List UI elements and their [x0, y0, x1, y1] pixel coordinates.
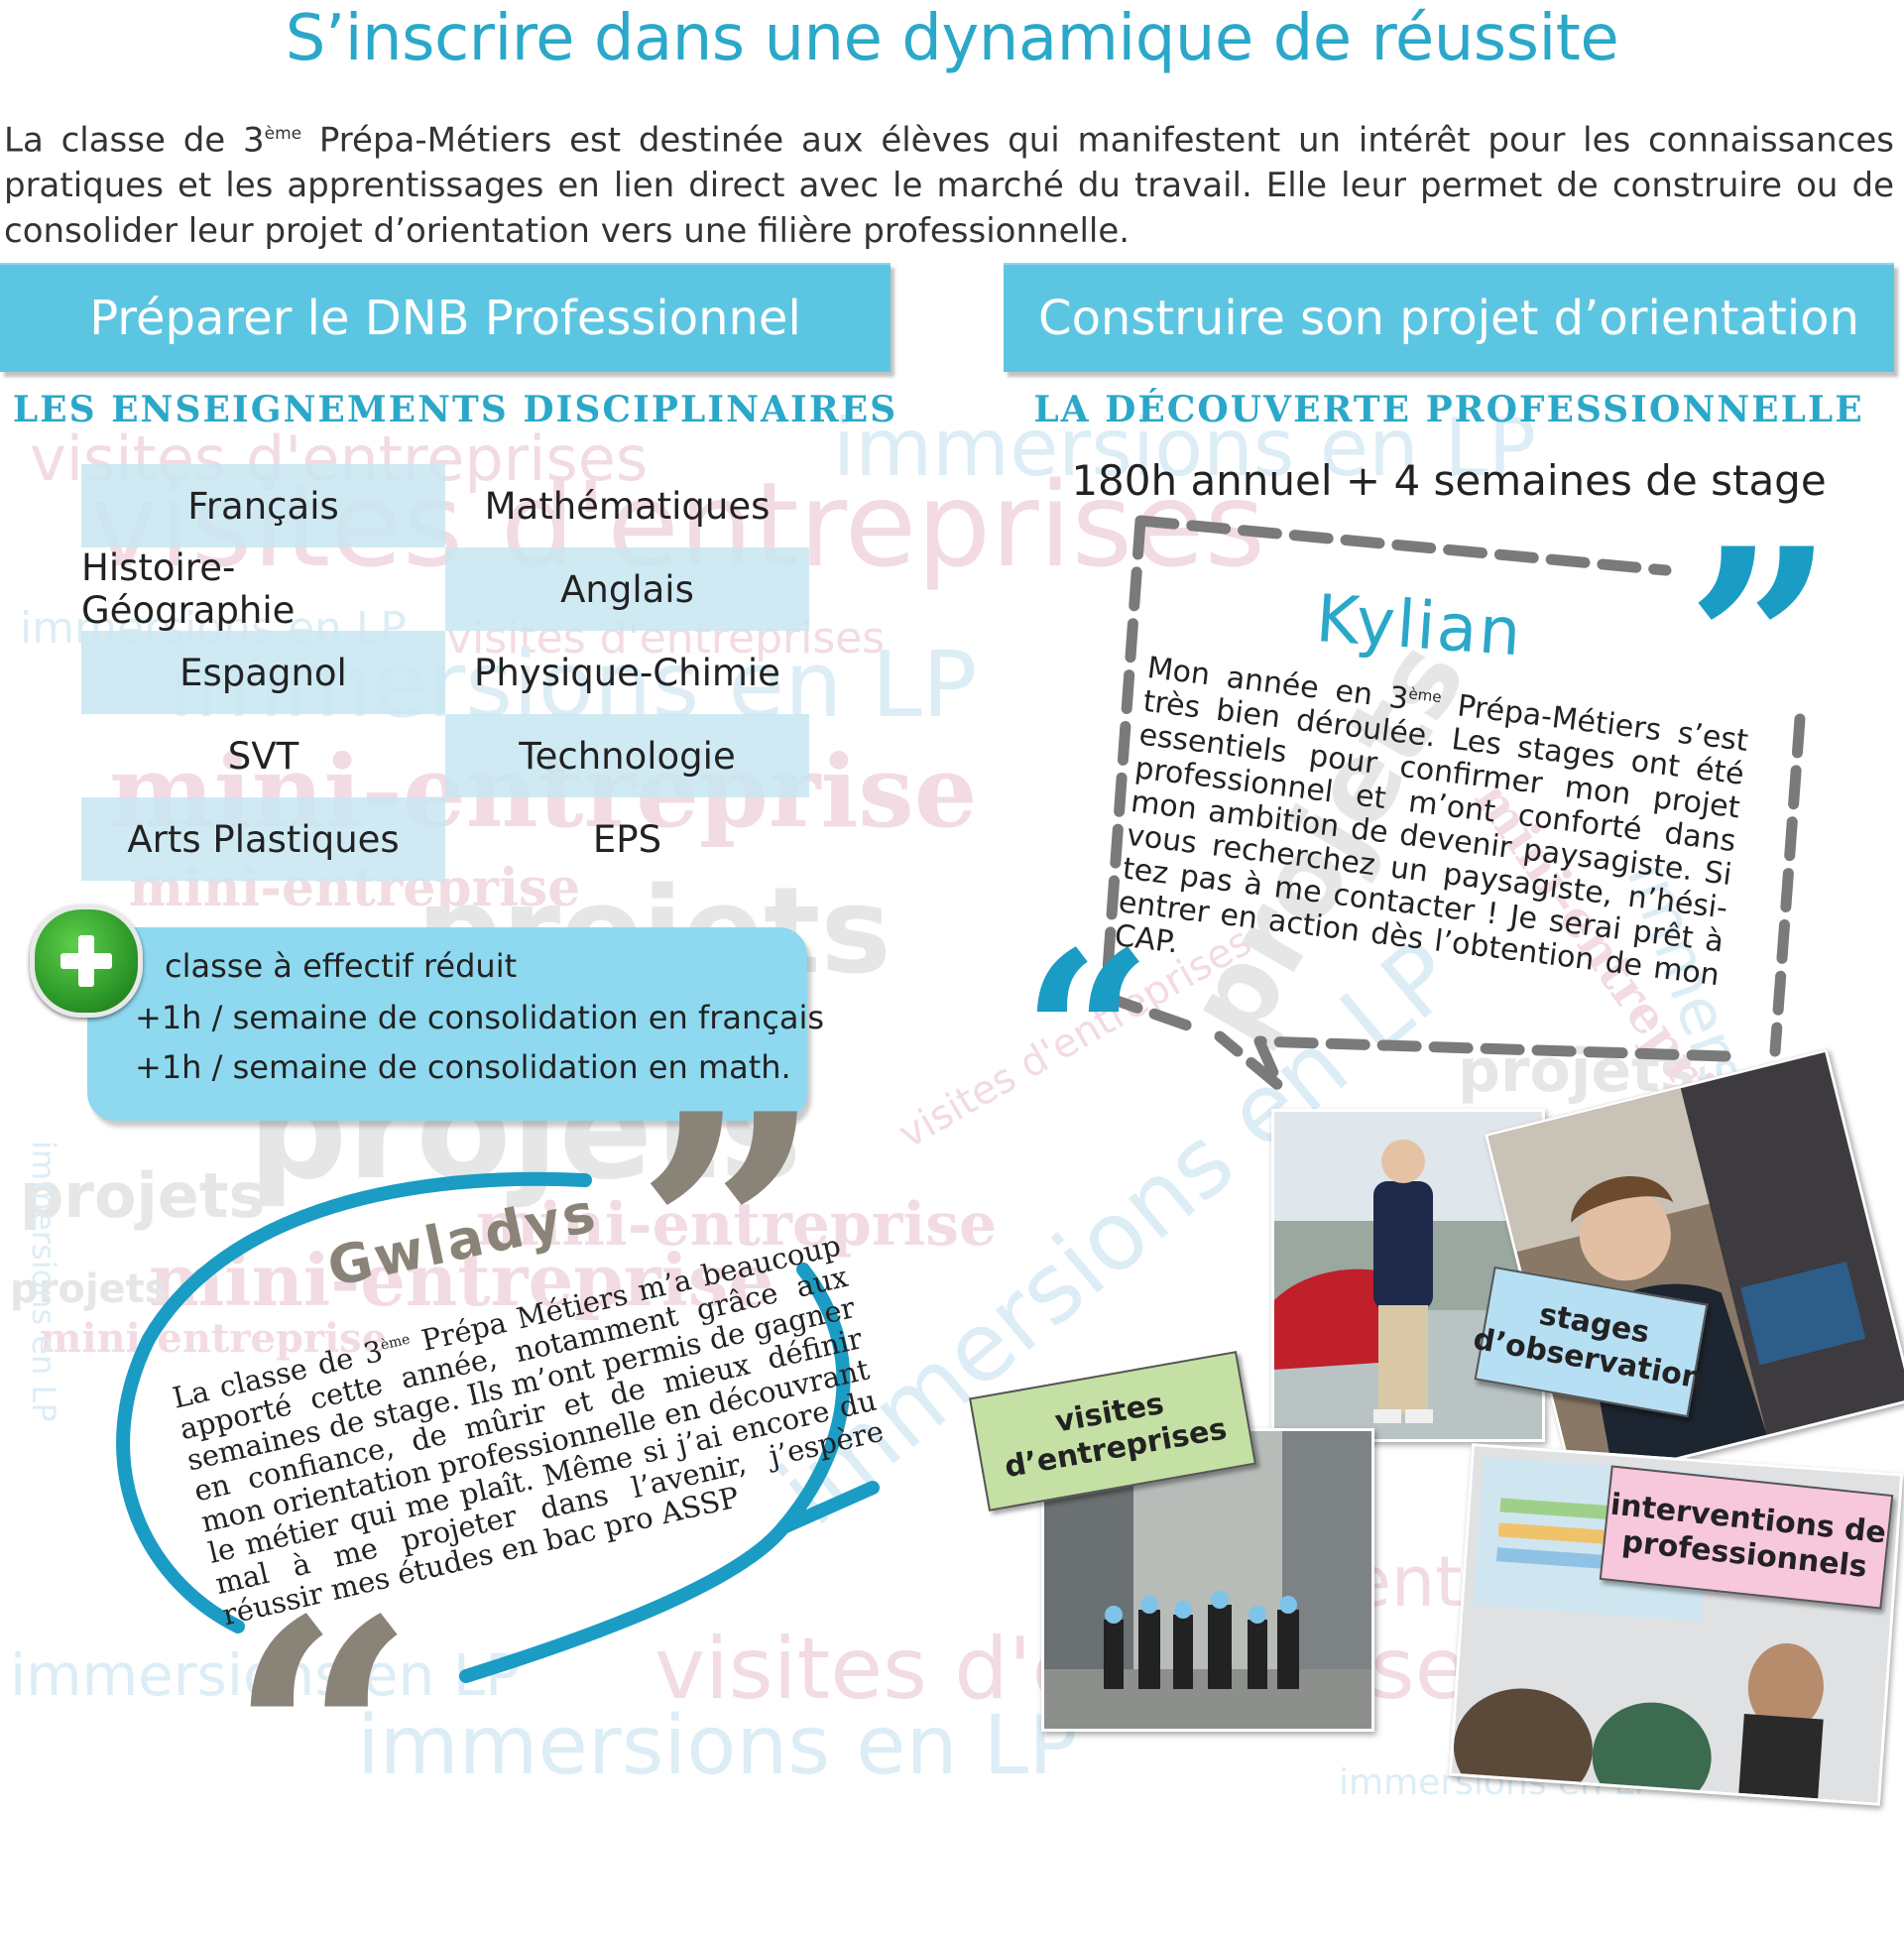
bg-word: projets [20, 1159, 266, 1232]
photo-warehouse-image [1044, 1431, 1371, 1729]
subject-cell: EPS [592, 817, 662, 861]
plus-icon [30, 905, 143, 1018]
subjects-row: Espagnol Physique-Chimie [81, 631, 810, 714]
bg-word: mini-entreprise [476, 1190, 998, 1260]
bg-word: immersions en LP [357, 1699, 1078, 1793]
bg-word: immersions en LP [833, 402, 1537, 494]
extra-line-1: classe à effectif réduit [165, 947, 518, 985]
kylian-name: Kylian [1313, 580, 1525, 671]
banner-orientation: Construire son projet d’orientation [1004, 263, 1894, 372]
open-quote-icon: “ [1021, 903, 1153, 1170]
intro-paragraph: La classe de 3ème Prépa-Métiers est dest… [4, 111, 1894, 254]
section-title-decouverte: LA DÉCOUVERTE PROFESSIONNELLE [1033, 389, 1864, 430]
intro-text-b: Prépa-Métiers est destinée aux élèves qu… [4, 120, 1895, 252]
extra-line-3: +1h / semaine de consolidation en math. [135, 1048, 791, 1086]
close-quote-icon: ” [1686, 493, 1835, 795]
gwladys-sup: ème [379, 1331, 412, 1354]
bg-word: projets [10, 1267, 169, 1312]
subjects-row: Arts Plastiques EPS [81, 797, 810, 881]
subjects-grid: Français Mathématiques Histoire-Géograph… [81, 464, 810, 881]
subject-cell: Mathématiques [484, 484, 771, 528]
open-quote-icon: “ [228, 1548, 416, 1933]
bg-word: mini-entreprise [149, 1238, 774, 1322]
section-title-enseignements: LES ENSEIGNEMENTS DISCIPLINAIRES [12, 389, 898, 430]
subject-cell: Anglais [445, 547, 809, 631]
hours-info: 180h annuel + 4 semaines de stage [1071, 456, 1827, 505]
banner-dnb: Préparer le DNB Professionnel [0, 263, 891, 372]
subject-cell: Arts Plastiques [81, 797, 445, 881]
photo-student-car-image [1274, 1112, 1542, 1439]
gwladys-speech-bubble [116, 1171, 880, 1683]
subjects-row: Histoire-Géographie Anglais [81, 546, 810, 632]
kylian-text-b: Prépa-Métiers s’est très bien déroulée. … [1112, 683, 1750, 994]
subject-cell: Histoire-Géographie [81, 546, 296, 632]
bg-word: immersions en LP [10, 1641, 521, 1709]
intro-text-a: La classe de 3 [4, 120, 265, 161]
extras-box: classe à effectif réduit +1h / semaine d… [87, 927, 824, 1121]
subject-cell: Espagnol [81, 631, 445, 714]
subject-cell: SVT [227, 734, 299, 778]
subject-cell: Français [81, 464, 445, 547]
close-quote-icon: ” [635, 1042, 823, 1427]
kylian-speech-frame [1100, 515, 1806, 1091]
subject-cell: Technologie [445, 714, 809, 797]
bg-word: immersions en LP [25, 1141, 62, 1422]
kylian-sup: ème [1407, 684, 1443, 707]
subject-cell: Physique-Chimie [474, 651, 780, 694]
photo-warehouse [1041, 1428, 1374, 1732]
plus-icon-glyph [60, 935, 112, 987]
extra-line-2: +1h / semaine de consolidation en frança… [135, 999, 825, 1036]
intro-sup: ème [264, 124, 302, 144]
subjects-row: Français Mathématiques [81, 464, 810, 547]
page-title: S’inscrire dans une dynamique de réussit… [285, 2, 1619, 75]
bg-word: mini-entreprise [40, 1315, 388, 1362]
subjects-row: SVT Technologie [81, 714, 810, 797]
